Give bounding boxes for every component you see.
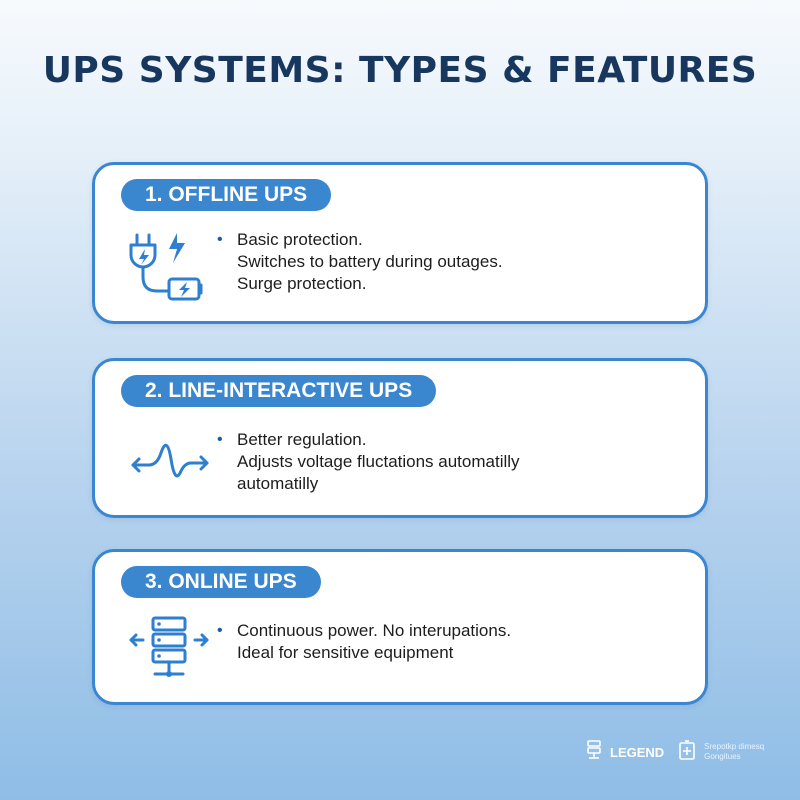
online-ups-feature-2: Ideal for sensitive equipment [237, 643, 454, 662]
legend: LEGEND Srepotkp dimesq Gongitues [586, 739, 764, 766]
legend-note-line-2: Gongitues [704, 752, 741, 761]
legend-note: Srepotkp dimesq Gongitues [704, 742, 764, 762]
offline-ups-bullet: • [217, 231, 223, 248]
voltage-wave-icon [127, 431, 211, 492]
offline-ups-card: 1. OFFLINE UPS • Basic protection. Switc… [92, 162, 708, 324]
line-interactive-ups-feature-3: automatilly [237, 474, 319, 493]
offline-ups-feature-2: Switches to battery during outages. [237, 252, 503, 271]
line-interactive-ups-bullet: • [217, 431, 223, 448]
online-ups-card: 3. ONLINE UPS • Continuous power. No int… [92, 549, 708, 705]
offline-ups-features: Basic protection. Switches to battery du… [237, 229, 503, 295]
line-interactive-ups-feature-2: Adjusts voltage fluctations automatilly [237, 452, 520, 471]
legend-battery-icon [678, 739, 696, 766]
line-interactive-ups-feature-1: Better regulation. [237, 430, 367, 449]
online-ups-features: Continuous power. No interupations. Idea… [237, 620, 511, 664]
offline-ups-label: 1. OFFLINE UPS [121, 179, 332, 211]
line-interactive-ups-label: 2. LINE-INTERACTIVE UPS [121, 375, 437, 407]
online-ups-label: 3. ONLINE UPS [121, 566, 321, 598]
legend-note-line-1: Srepotkp dimesq [704, 742, 765, 751]
plug-battery-icon [127, 231, 211, 306]
offline-ups-feature-3: Surge protection. [237, 274, 367, 293]
legend-server-icon [586, 739, 602, 766]
line-interactive-ups-features: Better regulation. Adjusts voltage fluct… [237, 429, 520, 495]
offline-ups-feature-1: Basic protection. [237, 230, 363, 249]
online-ups-feature-1: Continuous power. No interupations. [237, 621, 512, 640]
server-rack-icon [127, 614, 211, 689]
page-title: UPS SYSTEMS: TYPES & FEATURES [42, 50, 758, 91]
online-ups-bullet: • [217, 622, 223, 639]
legend-label: LEGEND [610, 744, 665, 760]
line-interactive-ups-card: 2. LINE-INTERACTIVE UPS • Better regulat… [92, 358, 708, 518]
